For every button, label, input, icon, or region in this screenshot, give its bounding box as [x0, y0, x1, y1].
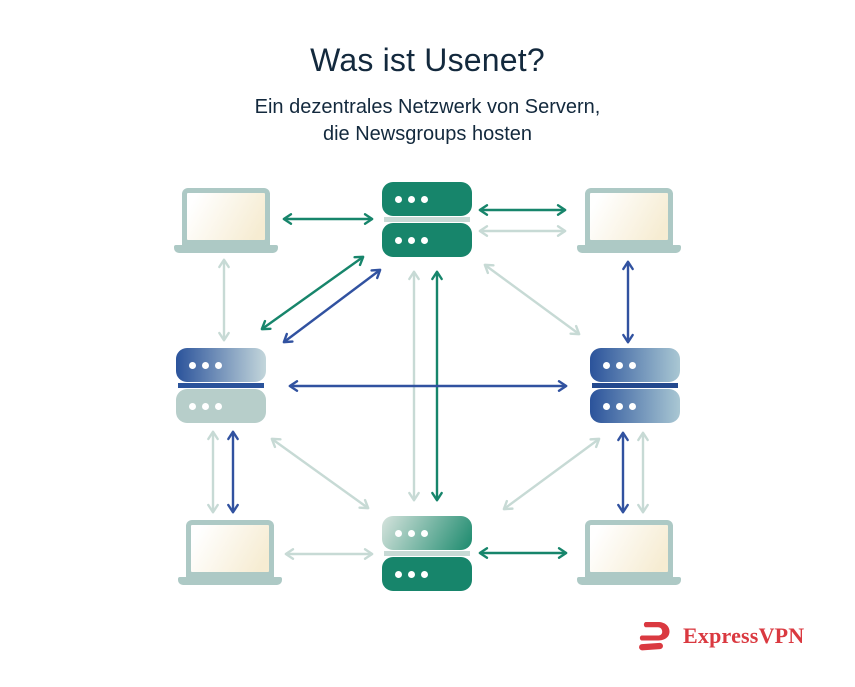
server-unit — [176, 389, 266, 423]
server-led-dot — [202, 402, 209, 410]
server-led-dot — [603, 402, 610, 410]
laptop-bottom-left — [178, 520, 282, 585]
server-led-dot — [215, 402, 222, 410]
laptop-top-left — [174, 188, 278, 253]
laptop-display — [191, 525, 269, 572]
server-bottom — [382, 516, 472, 591]
laptop-base — [577, 577, 681, 585]
expressvpn-e-icon — [639, 622, 670, 651]
subtitle-line-2: die Newsgroups hosten — [322, 123, 532, 145]
server-led-dot — [395, 570, 402, 578]
laptop-base — [577, 245, 681, 253]
arrow-server-top-to-server-left — [282, 268, 382, 344]
laptop-screen — [182, 188, 270, 245]
server-led-dot — [215, 361, 222, 369]
laptop-screen — [186, 520, 274, 577]
laptop-screen — [585, 188, 673, 245]
server-right — [590, 348, 680, 423]
server-unit — [382, 182, 472, 216]
server-unit — [382, 516, 472, 550]
server-led-dot — [629, 361, 636, 369]
laptop-display — [187, 193, 265, 240]
server-led-dot — [421, 529, 428, 537]
server-left — [176, 348, 266, 423]
server-unit — [590, 389, 680, 423]
server-led-dot — [629, 402, 636, 410]
expressvpn-wordmark: ExpressVPN — [683, 623, 805, 648]
expressvpn-logo: ExpressVPN — [634, 616, 804, 656]
server-led-dot — [421, 236, 428, 244]
server-led-dot — [202, 361, 209, 369]
server-led-dot — [408, 195, 415, 203]
server-led-dot — [395, 195, 402, 203]
laptop-bottom-right — [577, 520, 681, 585]
arrow-server-top-to-server-right — [483, 263, 581, 336]
laptop-display — [590, 525, 668, 572]
server-divider — [384, 551, 470, 556]
server-led-dot — [421, 195, 428, 203]
server-top — [382, 182, 472, 257]
server-unit — [176, 348, 266, 382]
server-led-dot — [603, 361, 610, 369]
server-led-dot — [408, 236, 415, 244]
server-unit — [590, 348, 680, 382]
server-divider — [384, 217, 470, 222]
laptop-screen — [585, 520, 673, 577]
arrow-server-bottom-to-server-right — [502, 437, 601, 511]
laptop-base — [174, 245, 278, 253]
page-title: Was ist Usenet? — [310, 42, 545, 78]
server-divider — [592, 383, 678, 388]
server-divider — [178, 383, 264, 388]
server-led-dot — [421, 570, 428, 578]
server-led-dot — [616, 402, 623, 410]
server-led-dot — [616, 361, 623, 369]
laptop-base — [178, 577, 282, 585]
server-led-dot — [408, 570, 415, 578]
server-unit — [382, 557, 472, 591]
laptop-display — [590, 193, 668, 240]
server-unit — [382, 223, 472, 257]
arrow-server-left-to-server-bottom — [270, 437, 370, 510]
server-led-dot — [395, 529, 402, 537]
server-led-dot — [189, 361, 196, 369]
laptop-top-right — [577, 188, 681, 253]
page-subtitle: Ein dezentrales Netzwerk von Servern, di… — [0, 94, 855, 148]
server-led-dot — [189, 402, 196, 410]
server-led-dot — [408, 529, 415, 537]
server-led-dot — [395, 236, 402, 244]
subtitle-line-1: Ein dezentrales Netzwerk von Servern, — [254, 96, 601, 118]
